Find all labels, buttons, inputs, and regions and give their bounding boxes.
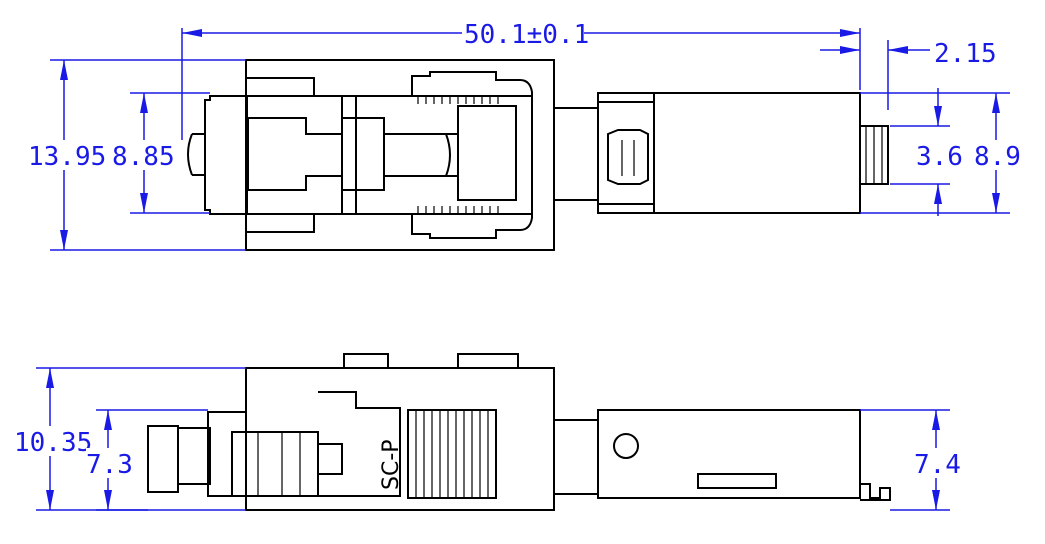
dim-label-bg [974, 140, 1024, 170]
top-inner-rib [341, 95, 357, 215]
side-boot-slot [697, 473, 777, 489]
side-boot [597, 409, 861, 499]
side-tab-left [343, 353, 389, 369]
dim-arrow [140, 193, 148, 213]
dim-arrow [140, 93, 148, 113]
side-view: SC-P [147, 353, 891, 511]
dim-side-inner-height: 7.3 [86, 450, 133, 480]
dimensions: 50.1±0.1 2.15 13.95 8.85 3.6 8.9 [14, 20, 1024, 511]
side-ferrule [177, 427, 211, 485]
dim-side-boot-height: 7.4 [914, 450, 961, 480]
top-rear-frame [204, 95, 246, 215]
side-inner-block [231, 431, 319, 497]
dim-label-bg [112, 140, 174, 170]
dim-extension-lines [820, 40, 930, 110]
dim-arrow [104, 410, 112, 430]
top-neck [554, 107, 598, 201]
top-end-plug-ribs [865, 126, 883, 184]
dim-body-height: 13.95 [28, 142, 106, 172]
dim-overall-length: 50.1±0.1 [464, 20, 589, 50]
dim-overall-lines [181, 28, 861, 140]
dim-label-bg [14, 426, 84, 456]
dim-arrow [934, 184, 942, 204]
dim-label-bg [914, 448, 960, 478]
top-spring-ribs-lower [417, 206, 499, 214]
side-neck [554, 419, 598, 495]
dim-label-bg [86, 448, 130, 478]
dim-arrow [992, 93, 1000, 113]
top-latch-upper [245, 77, 315, 97]
dim-arrow [932, 410, 940, 430]
dim-side-total-height: 10.35 [14, 428, 92, 458]
dim-arrow [840, 29, 860, 37]
side-spring-ribs [415, 410, 489, 498]
dim-arrow [104, 490, 112, 510]
top-spring-ribs-upper [417, 96, 499, 104]
top-inner-block [457, 105, 517, 201]
side-tab-right [457, 353, 519, 369]
top-boot-window [607, 129, 649, 185]
side-housing-outer [245, 367, 555, 511]
dim-inner-height: 8.85 [112, 142, 175, 172]
side-boot-hole [613, 433, 639, 459]
side-latch [317, 443, 343, 475]
top-spring-lower [411, 214, 533, 239]
dim-arrow [60, 230, 68, 250]
dim-label-bg [28, 140, 102, 170]
dim-arrow [888, 46, 908, 54]
top-view [187, 59, 889, 251]
top-spring-upper [411, 71, 533, 96]
top-inner-cavity [247, 117, 385, 191]
dim-arrow [932, 490, 940, 510]
top-inner-curve [445, 133, 451, 177]
side-mid-frame [318, 391, 401, 497]
top-latch-lower [245, 213, 315, 233]
side-ferrule-cap [147, 425, 179, 493]
side-end-plug [860, 483, 891, 501]
top-inner-channel [383, 133, 459, 177]
dim-arrow [934, 106, 942, 126]
dim-tip-lines [890, 88, 950, 216]
dim-arrow [840, 46, 860, 54]
dim-arrow [60, 60, 68, 80]
top-ferrule-tip [187, 133, 205, 176]
dim-arrow [182, 29, 202, 37]
dim-arrow [46, 490, 54, 510]
dim-arrow [46, 368, 54, 388]
top-housing-outer [245, 59, 555, 251]
side-spring [407, 409, 497, 499]
dim-plug-extension: 2.15 [934, 39, 997, 69]
top-boot-step [598, 93, 655, 213]
dim-boot-height: 8.9 [974, 142, 1021, 172]
side-rear-body [207, 411, 246, 497]
top-boot-window-lines [621, 140, 635, 176]
side-inner-lines [257, 432, 301, 496]
body-marking-text: SC-P [379, 439, 404, 490]
top-boot [597, 92, 861, 214]
top-inner-body [246, 95, 533, 215]
dim-arrow [992, 193, 1000, 213]
dim-tip-height: 3.6 [916, 142, 963, 172]
